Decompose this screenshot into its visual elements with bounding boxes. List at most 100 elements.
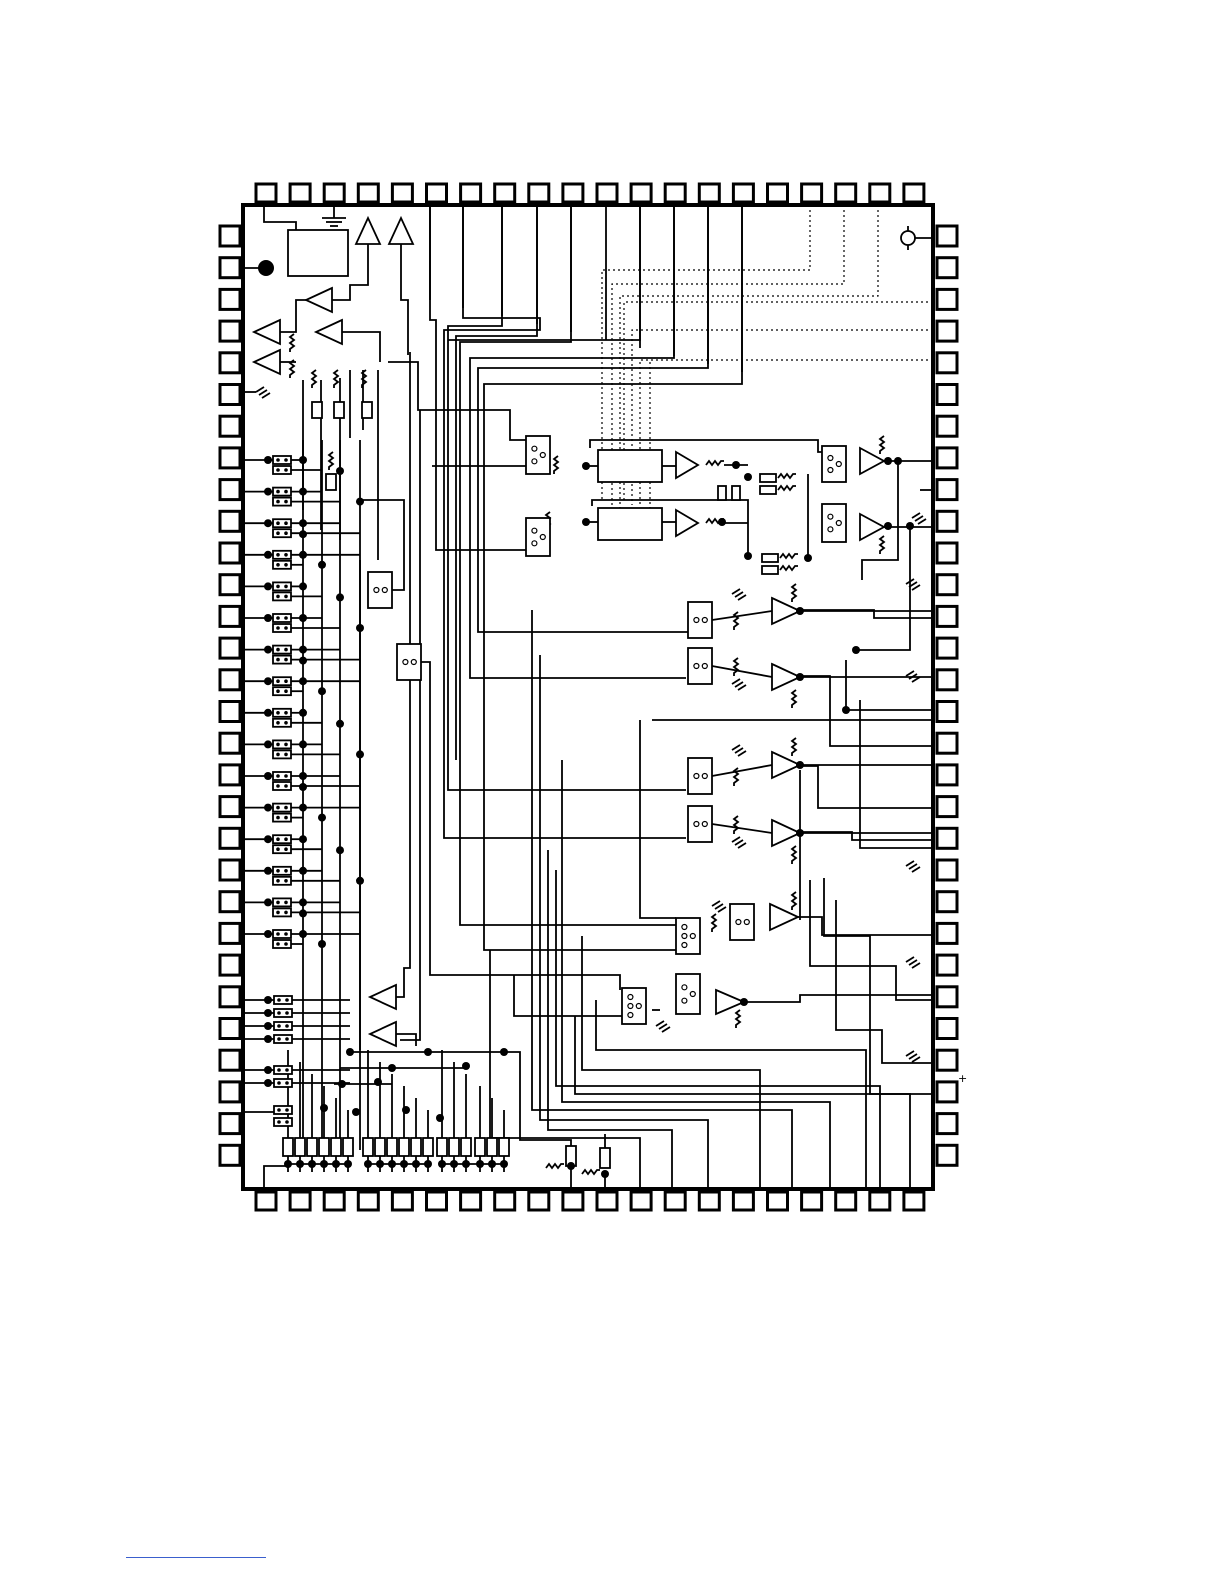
bottom-pin (665, 1192, 685, 1210)
left-pin (220, 543, 240, 563)
cell-dot (284, 784, 288, 788)
bottom-pin (733, 1192, 753, 1210)
ground-symbol (912, 513, 920, 518)
transistor-cell (273, 687, 291, 695)
junction-dot (264, 614, 272, 622)
ground-symbol (659, 1024, 667, 1029)
junction-dot (299, 867, 307, 875)
junction-dot (299, 582, 307, 590)
junction-dot (476, 1160, 484, 1168)
junction-dot (264, 1022, 272, 1030)
junction-dot (264, 677, 272, 685)
junction-dot (462, 1160, 470, 1168)
dotted-wire (624, 302, 933, 500)
junction-dot (894, 457, 902, 465)
ground-symbol (912, 867, 920, 872)
junction-dot (582, 518, 590, 526)
transistor-cell (274, 1106, 292, 1114)
junction-dot (264, 867, 272, 875)
cell-dot (285, 1011, 289, 1015)
cell-dot (285, 998, 289, 1002)
junction-dot (264, 1079, 272, 1087)
cell-dot (276, 490, 280, 494)
wire (712, 765, 772, 776)
channel-block-a (598, 450, 662, 482)
top-pin (836, 184, 856, 202)
left-pin (220, 733, 240, 753)
top-pin (392, 184, 412, 202)
left-pin (220, 1050, 240, 1070)
transistor-cell (273, 772, 291, 780)
ground-symbol (915, 516, 923, 521)
left-pin (220, 955, 240, 975)
transistor-cell (274, 1118, 292, 1126)
junction-dot (299, 772, 307, 780)
top-pin (870, 184, 890, 202)
left-pin (220, 258, 240, 278)
junction-dot (500, 1160, 508, 1168)
transistor-cell (273, 456, 291, 464)
cell-dot (277, 1068, 281, 1072)
right-pin (937, 480, 957, 500)
ground-symbol (906, 1051, 914, 1056)
bottom-pin (802, 1192, 822, 1210)
wire (342, 332, 380, 362)
cell-dot (284, 837, 288, 841)
cell-dot (276, 595, 280, 599)
transistor-cell (273, 898, 291, 906)
amp-left (306, 288, 332, 312)
left-pin (220, 1114, 240, 1134)
wire (421, 662, 620, 990)
cell-dot (276, 847, 280, 851)
resistor (546, 1164, 564, 1168)
dotted-wire (632, 330, 933, 505)
resistor (792, 584, 796, 602)
bottom-cell (319, 1138, 329, 1156)
pass-transistor (362, 402, 372, 418)
wire (800, 766, 933, 808)
bottom-pin (324, 1192, 344, 1210)
bottom-pin (427, 1192, 447, 1210)
amp-left (254, 350, 280, 374)
junction-dot (264, 835, 272, 843)
right-pin (937, 1082, 957, 1102)
bottom-cell (423, 1138, 433, 1156)
wire (264, 1166, 288, 1189)
switch-block (822, 446, 846, 482)
junction-dot (336, 846, 344, 854)
junction-dot (299, 783, 307, 791)
transistor-cell (273, 740, 291, 748)
wire (264, 205, 296, 230)
top-pin (324, 184, 344, 202)
wire (280, 300, 306, 332)
ground-symbol (256, 387, 264, 392)
small-cell (760, 474, 776, 482)
cell-dot (284, 942, 288, 946)
wire (504, 1052, 571, 1146)
switch-contact (628, 995, 633, 1000)
switch-contact (828, 514, 833, 519)
cell-dot (284, 468, 288, 472)
switch-contact (682, 985, 687, 990)
junction-dot (264, 772, 272, 780)
junction-dot (332, 1160, 340, 1168)
ground-symbol (715, 904, 723, 909)
junction-dot (462, 1062, 470, 1070)
right-pin (937, 860, 957, 880)
top-pin (461, 184, 481, 202)
ground-symbol (906, 861, 914, 866)
junction-dot (740, 998, 748, 1006)
cell-dot (276, 563, 280, 567)
resistor (290, 334, 294, 352)
junction-dot (796, 673, 804, 681)
junction-dot (299, 657, 307, 665)
switch-block (688, 602, 712, 638)
cell-dot (284, 806, 288, 810)
junction-dot (264, 930, 272, 938)
left-pin (220, 1019, 240, 1039)
cell-dot (276, 658, 280, 662)
top-pin (631, 184, 651, 202)
junction-dot (488, 1160, 496, 1168)
cell-dot (284, 531, 288, 535)
